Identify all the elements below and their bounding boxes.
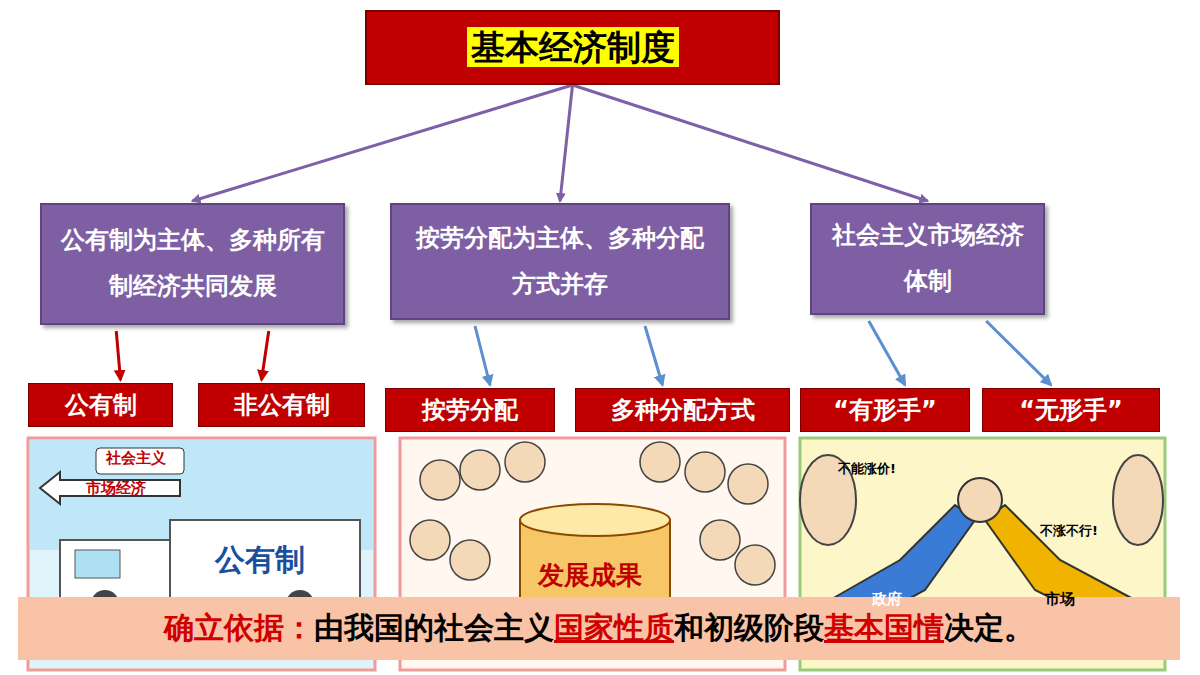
basis-text: 决定。 bbox=[944, 610, 1034, 645]
box-text: 按劳分配为主体、多种分配方式并存 bbox=[406, 216, 714, 307]
box-text: 按劳分配 bbox=[422, 396, 518, 424]
arrow bbox=[560, 85, 573, 201]
arrow bbox=[573, 85, 928, 201]
picture-label: 政府 bbox=[872, 590, 902, 609]
box-text: 非公有制 bbox=[234, 391, 330, 419]
picture-label: 市场 bbox=[1045, 590, 1075, 609]
arrow bbox=[645, 326, 663, 385]
basis-text: 和初级阶段 bbox=[674, 610, 824, 645]
arrow bbox=[193, 85, 573, 201]
truck-box bbox=[170, 520, 360, 600]
picture-label: 不能涨价! bbox=[838, 460, 896, 478]
category-box: 公有制为主体、多种所有制经济共同发展 bbox=[40, 203, 345, 325]
sub-box: “无形手” bbox=[982, 388, 1160, 432]
box-text: 多种分配方式 bbox=[611, 396, 755, 424]
arrow bbox=[475, 326, 490, 385]
basis-text: 国家性质 bbox=[554, 610, 674, 645]
cake-top bbox=[520, 504, 670, 536]
arrow bbox=[116, 331, 120, 380]
arrow bbox=[869, 321, 905, 385]
basis-text: 由我国的社会主义 bbox=[314, 610, 554, 645]
title-box: 基本经济制度 bbox=[365, 10, 780, 85]
category-box: 按劳分配为主体、多种分配方式并存 bbox=[390, 203, 730, 320]
picture-label: 社会主义 bbox=[106, 449, 166, 468]
picture-label: 公有制 bbox=[215, 540, 305, 581]
picture-label: 市场经济 bbox=[86, 479, 146, 498]
sign-board bbox=[96, 448, 184, 474]
box-text: “有形手” bbox=[833, 396, 937, 424]
clasped-hands bbox=[958, 478, 1002, 522]
category-box: 社会主义市场经济体制 bbox=[810, 203, 1045, 315]
sub-box: 多种分配方式 bbox=[575, 388, 790, 432]
arrow bbox=[262, 331, 269, 380]
basis-band: 确立依据：由我国的社会主义国家性质和初级阶段基本国情决定。 bbox=[18, 597, 1180, 660]
sub-box: 按劳分配 bbox=[385, 388, 555, 432]
picture-label: 不涨不行! bbox=[1040, 522, 1098, 540]
basis-text: 确立依据： bbox=[164, 610, 314, 645]
face bbox=[1113, 455, 1163, 545]
sub-box: 非公有制 bbox=[198, 383, 365, 427]
box-text: 基本经济制度 bbox=[467, 27, 679, 67]
sub-box: “有形手” bbox=[800, 388, 970, 432]
box-text: 社会主义市场经济体制 bbox=[826, 213, 1029, 304]
box-text: “无形手” bbox=[1019, 396, 1123, 424]
truck-window bbox=[75, 550, 120, 578]
arrow bbox=[986, 321, 1051, 385]
basis-text: 基本国情 bbox=[824, 610, 944, 645]
pointing-hand-sign bbox=[40, 472, 180, 504]
box-text: 公有制 bbox=[65, 391, 137, 419]
sub-box: 公有制 bbox=[28, 383, 173, 427]
truck-cab bbox=[60, 540, 170, 600]
picture-label: 发展成果 bbox=[538, 558, 642, 593]
box-text: 公有制为主体、多种所有制经济共同发展 bbox=[56, 218, 329, 309]
